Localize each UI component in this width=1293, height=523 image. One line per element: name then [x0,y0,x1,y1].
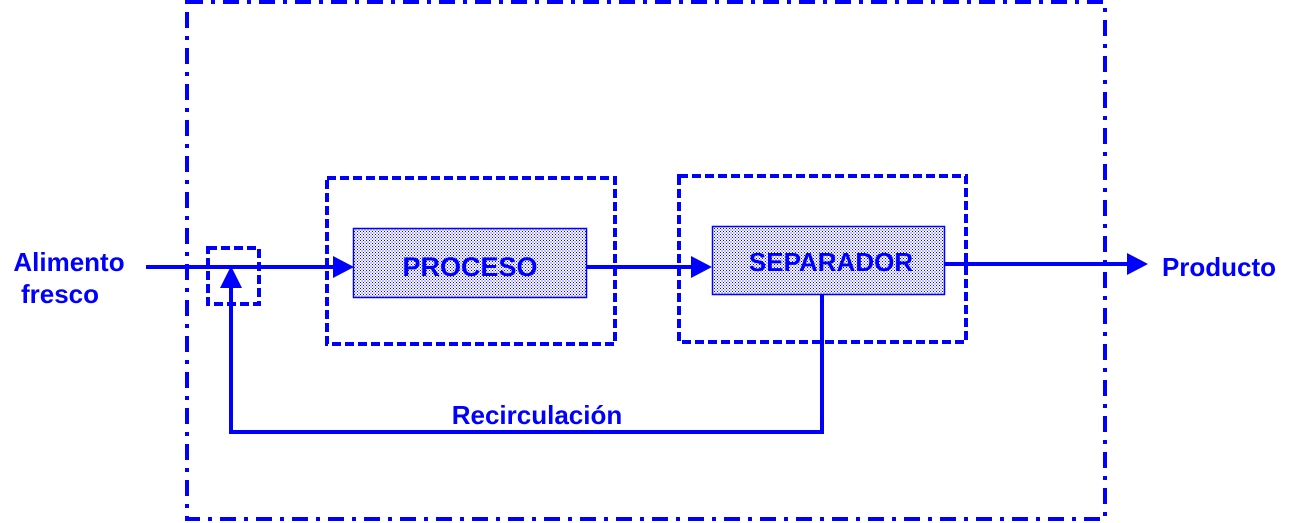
recycle-label: Recirculación [452,400,623,430]
system-boundary [185,0,1107,521]
separator-boundary [677,174,968,344]
separator-node[interactable]: SEPARADOR [711,225,946,296]
mixer-boundary [206,246,261,306]
product-arrowhead-icon [1127,253,1148,275]
feed-label-line1: Alimento [13,247,124,277]
product-label: Producto [1162,252,1276,282]
separator-arrowhead-icon [691,256,712,278]
separator-label: SEPARADOR [749,247,913,277]
recycle-arrowhead-icon [220,266,242,288]
process-box [352,227,588,299]
process-boundary [325,176,617,346]
feed-arrowhead-icon [333,256,354,278]
recycle-stream-line [229,285,824,434]
separator-box [711,225,946,296]
feed-label-line2: fresco [21,279,99,309]
process-node[interactable]: PROCESO [352,227,588,299]
process-label: PROCESO [402,252,537,282]
